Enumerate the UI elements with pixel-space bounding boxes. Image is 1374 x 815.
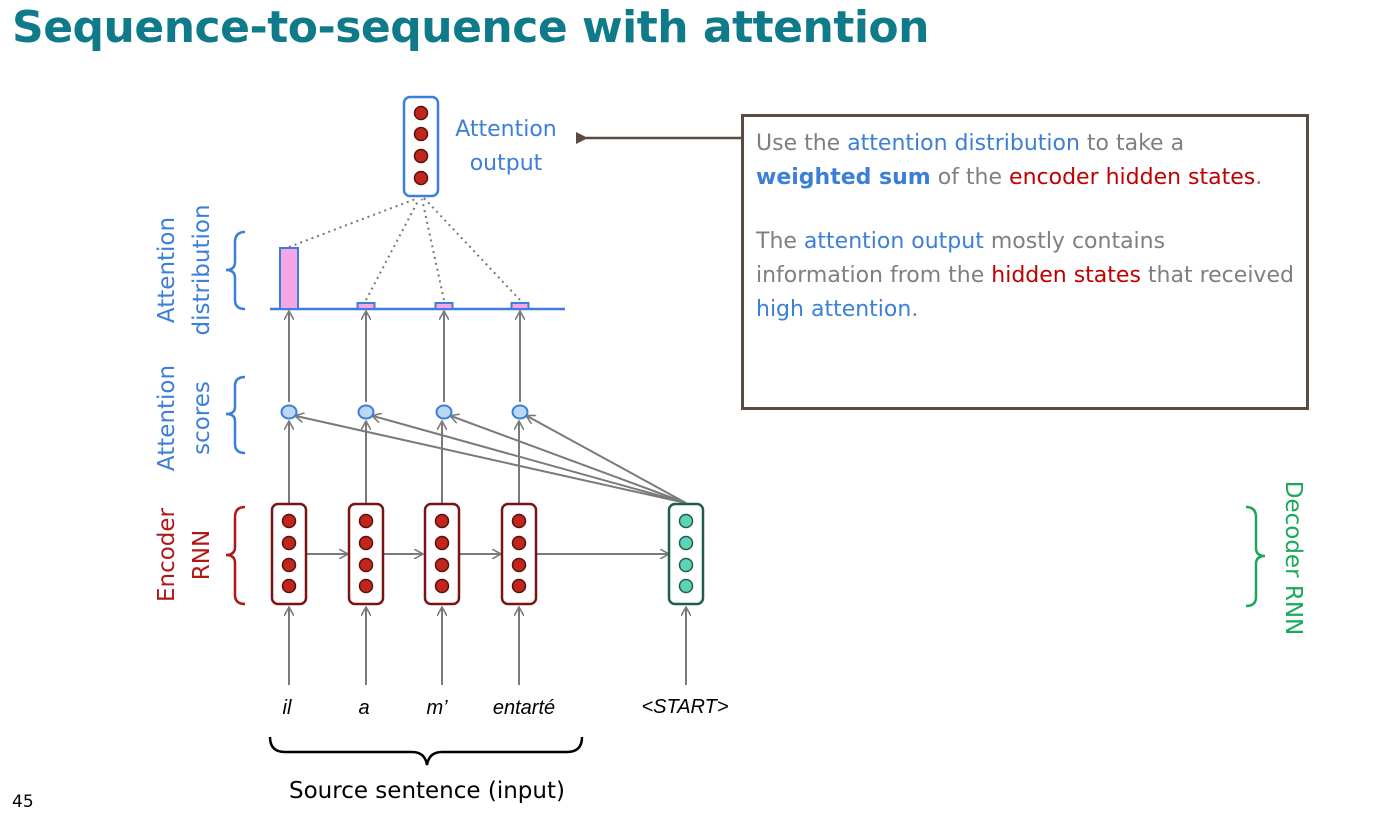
decoder-rnn-label: Decoder RNN <box>1280 481 1306 636</box>
attention-scores-brace <box>225 375 246 455</box>
weighted-sum-lines <box>288 197 521 301</box>
encoder-rnn-brace <box>225 505 246 606</box>
distribution-bar-2 <box>356 302 376 310</box>
attention-distribution-brace <box>225 230 246 311</box>
attention-distribution-label-1: Attention <box>154 217 180 323</box>
input-arrows <box>289 608 686 685</box>
encoder-cell-3 <box>423 502 461 606</box>
distribution-bar-3 <box>434 302 454 310</box>
decoder-cell <box>667 502 705 606</box>
source-word-4: entarté <box>493 697 555 719</box>
encoder-cells <box>270 502 538 606</box>
attention-distribution-label-2: distribution <box>189 204 215 335</box>
source-sentence-label: Source sentence (input) <box>289 778 565 804</box>
attention-scores-label-2: scores <box>189 381 215 455</box>
attention-scores-label-1: Attention <box>154 365 180 471</box>
attention-output-label-1: Attention <box>455 117 557 142</box>
encoder-cell-2 <box>347 502 385 606</box>
distribution-bars <box>279 247 530 310</box>
source-sentence-brace <box>268 736 584 766</box>
explanation-paragraph-2: The attention output mostly contains inf… <box>756 229 1294 322</box>
source-word-3: m’ <box>426 697 448 719</box>
page-title: Sequence-to-sequence with attention <box>12 2 929 53</box>
encoder-cell-4 <box>500 502 538 606</box>
encoder-rnn-label-1: Encoder <box>154 507 180 602</box>
explanation-box: Use the attention distribution to take a… <box>741 114 1309 410</box>
score-arrows <box>289 312 520 503</box>
distribution-bar-1 <box>279 247 299 310</box>
encoder-cell-1 <box>270 502 308 606</box>
distribution-bar-4 <box>510 302 530 310</box>
source-word-1: il <box>283 697 292 719</box>
page-number: 45 <box>12 792 34 812</box>
source-word-2: a <box>358 697 369 719</box>
decoder-rnn-brace <box>1245 505 1266 608</box>
explanation-paragraph-1: Use the attention distribution to take a… <box>756 131 1263 190</box>
attention-score-nodes <box>280 404 529 420</box>
encoder-rnn-label-2: RNN <box>189 530 215 580</box>
attention-output-label-2: output <box>470 151 543 176</box>
decoder-to-score-arrows <box>296 416 687 504</box>
attention-output-vector <box>402 95 440 198</box>
decoder-start-token: <START> <box>641 696 728 718</box>
